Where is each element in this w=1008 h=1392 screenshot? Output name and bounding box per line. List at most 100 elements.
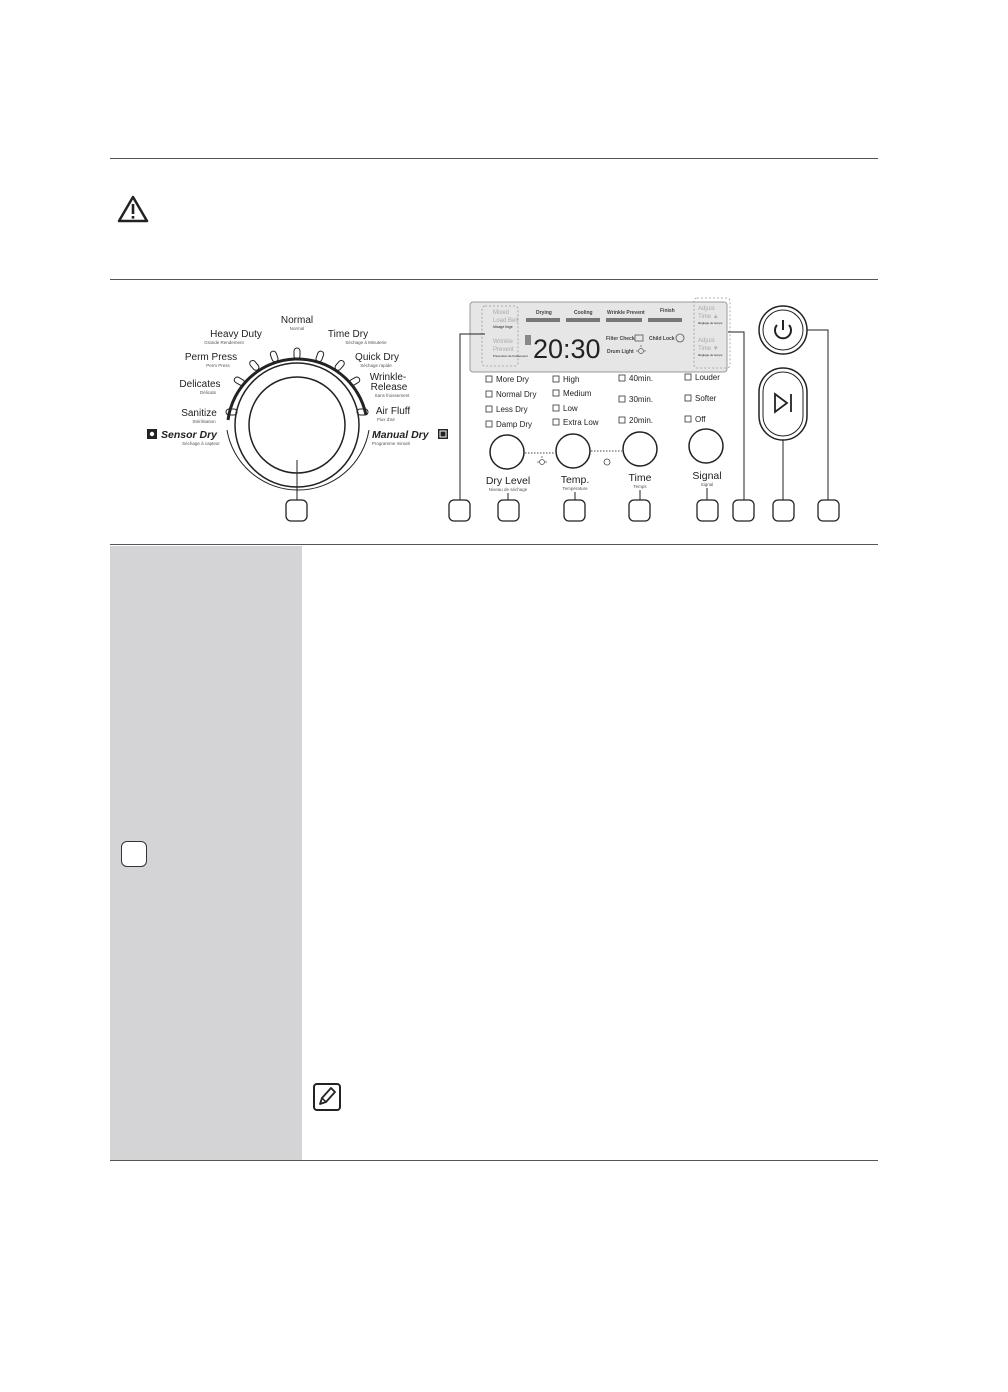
cycle-perm-press-sub: Perm Press [206,363,230,368]
cycle-delicates-sub: Délicats [200,390,217,395]
warning-icon [117,195,149,223]
adjust-down-label: Adjust [698,338,715,344]
adjust-down-time: Time ▼ [698,346,719,352]
item-number-box [121,841,147,867]
time-button[interactable] [622,431,658,467]
temp-label: Temp. [561,474,590,486]
option-medium: Medium [563,389,592,398]
manual-dry-icon [438,429,448,439]
start-pause-button-inner [762,371,804,437]
time-sub: Temps [633,484,647,489]
lcd-wrinkle-label: Wrinkle [493,339,514,345]
manual-dry-sub: Programme minuté [372,441,411,446]
callout-box-5 [628,499,651,522]
callout-box-9 [817,499,840,522]
cycle-perm-press-label: Perm Press [185,352,237,363]
cycle-normal-sub: Normal [290,326,305,331]
manual-dry-label: Manual Dry [372,429,430,441]
option-20min: 20min. [629,416,653,425]
adjust-up-label: Adjust [698,306,715,312]
lcd-stage-wrinkle-prevent: Wrinkle Prevent [607,310,645,316]
callout-box-7 [732,499,755,522]
cycle-dial [225,347,370,500]
drum-light-icon [636,345,646,354]
callout-box-3 [497,499,520,522]
signal-label: Signal [692,470,721,482]
signal-button[interactable] [688,428,724,464]
lcd-drum-light: Drum Light [607,349,634,355]
filter-check-icon [634,334,644,342]
option-softer: Softer [695,394,717,403]
temp-button[interactable] [555,433,591,469]
lcd-mixed-label: Mixed [493,310,509,316]
dry-level-button[interactable] [489,434,525,470]
temp-sub: Température [562,486,588,491]
option-extra-low: Extra Low [563,418,599,427]
cycle-normal-label: Normal [281,315,313,326]
cycle-delicates-label: Delicates [179,379,220,390]
top-rule [110,158,878,159]
signal-options [684,373,692,423]
cycle-quick-dry-label: Quick Dry [355,352,399,363]
callout-box-4 [563,499,586,522]
time-options [618,374,626,424]
cycle-time-dry-label: Time Dry [328,329,368,340]
dry-level-label: Dry Level [486,475,530,487]
cycle-time-dry-sub: Séchage à Minuterie [345,340,387,345]
section-rule [110,279,878,280]
note-icon [313,1083,341,1111]
option-30min: 30min. [629,395,653,404]
drum-light-hold-icon [537,456,547,465]
lcd-prevent-label: Prevent [493,347,514,353]
child-lock-hold-icon [603,458,611,466]
cycle-air-fluff-sub: Flux d'air [377,417,396,422]
control-panel-diagram: Normal Normal Heavy Duty Grande Rendemen… [110,290,878,540]
lcd-mixed-sub: Mixage linge [493,325,513,329]
lcd-load-bell-label: Load Bell [493,318,518,324]
cycle-sanitize-label: Sanitize [181,408,217,419]
lcd-display [469,297,731,373]
sensor-dry-sub: Séchage à capteur [182,441,220,446]
option-damp-dry: Damp Dry [496,420,532,429]
table-top-rule [110,544,878,545]
temp-options [552,375,560,426]
lcd-wrinkle-sub: Prévention de froissement [493,354,528,358]
cycle-wrinkle-release-sub: Sans froissement [375,393,411,398]
child-lock-icon [675,333,685,343]
lcd-stage-cooling: Cooling [574,310,593,316]
sensor-dry-label: Sensor Dry [161,429,218,441]
play-pause-icon [774,392,792,414]
adjust-up-time: Time ▲ [698,314,719,320]
adjust-down-sub: Réglage de temps [698,353,723,357]
dry-level-options [485,375,493,428]
cycle-air-fluff-label: Air Fluff [376,406,410,417]
dry-level-sub: Niveau de séchage [489,487,528,492]
sensor-dry-icon [147,429,157,439]
start-pause-button[interactable] [758,367,808,441]
lcd-child-lock: Child Lock [649,336,675,342]
callout-leaders [459,329,829,500]
option-low: Low [563,404,578,413]
lcd-stage-finish: Finish [660,308,675,314]
power-icon [774,320,792,340]
adjust-up-sub: Réglage de temps [698,321,723,325]
callout-box-8 [772,499,795,522]
option-less-dry: Less Dry [496,405,528,414]
cycle-heavy-duty-sub: Grande Rendement [204,340,244,345]
cycle-heavy-duty-label: Heavy Duty [210,329,262,340]
control-panel-svg: Normal Normal Heavy Duty Grande Rendemen… [147,297,840,522]
cycle-wrinkle-release-label: Wrinkle- [370,372,406,383]
option-more-dry: More Dry [496,375,529,384]
cycle-sanitize-sub: Stérilisation [192,419,216,424]
callout-box-6 [696,499,719,522]
lcd-time-readout: 20:30 [533,334,601,364]
callout-box-1 [285,499,308,522]
signal-sub: Signal [701,482,714,487]
option-normal-dry: Normal Dry [496,390,536,399]
time-label: Time [629,472,652,484]
lcd-stage-drying: Drying [536,310,552,316]
option-40min: 40min. [629,374,653,383]
table-bottom-rule [110,1160,878,1161]
option-off: Off [695,415,706,424]
lcd-filter-check: Filter Check [606,336,635,342]
